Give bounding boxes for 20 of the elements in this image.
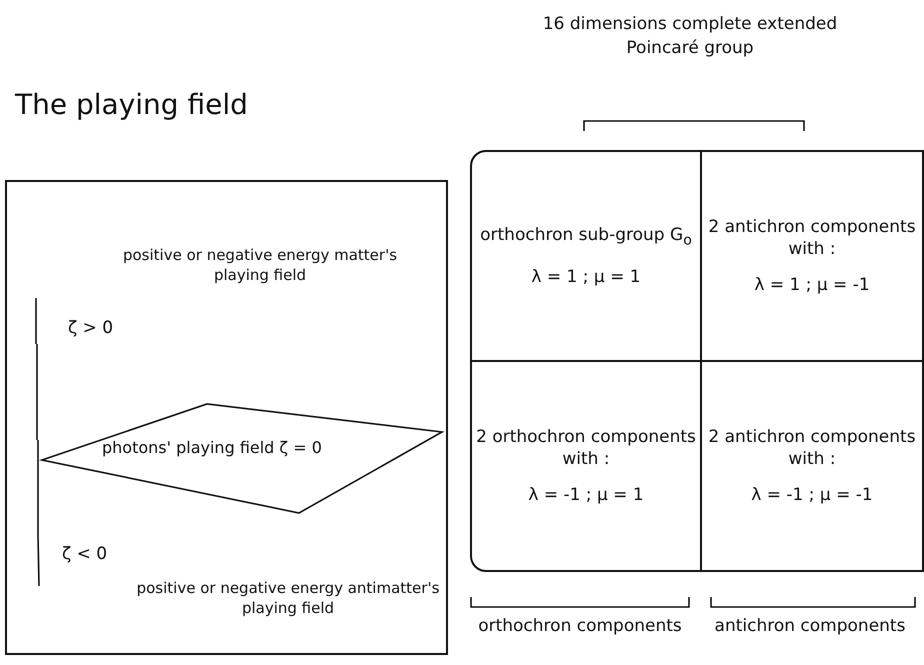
- inequality-label: ζ > 0: [68, 318, 114, 338]
- cell-heading: 2 antichron components with :: [707, 216, 917, 260]
- group-heading: 16 dimensions complete extended Poincaré group: [542, 13, 838, 60]
- region-label: positive or negative energy antimatter's playing field: [136, 578, 440, 618]
- cell-heading: 2 antichron components with :: [707, 426, 917, 470]
- table-cell: [700, 360, 922, 570]
- inequality-label: ζ < 0: [62, 544, 108, 564]
- parameter-values: λ = 1 ; μ = -1: [754, 274, 870, 296]
- cell-heading: orthochron sub-group G$_{o}$: [480, 224, 692, 251]
- field-panel: [5, 180, 448, 655]
- table-frame: [470, 150, 924, 572]
- region-label: positive or negative energy matter's playing field: [122, 245, 398, 285]
- group-label: orthochron components: [477, 615, 683, 638]
- parameter-values: λ = -1 ; μ = 1: [528, 484, 644, 506]
- parameter-values: λ = 1 ; μ = 1: [531, 266, 641, 288]
- panel-title: The playing field: [15, 88, 248, 122]
- group-label: antichron components: [714, 615, 906, 638]
- plane-label: photons' playing field ζ = 0: [102, 438, 322, 458]
- parameter-values: λ = -1 ; μ = -1: [751, 484, 873, 506]
- cell-heading: 2 orthochron components with :: [475, 426, 697, 470]
